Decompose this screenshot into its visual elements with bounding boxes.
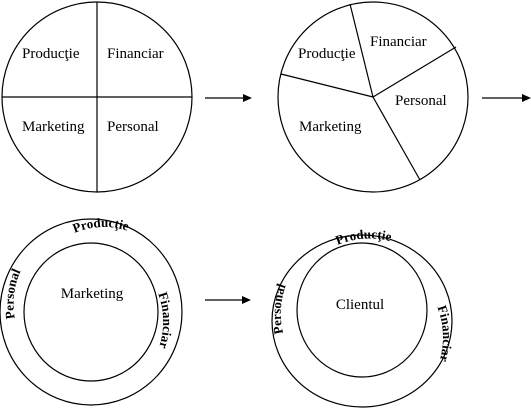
quadrants-label-productie: Producţie [22, 46, 80, 62]
marketing-ring-productie: Producţie [70, 215, 131, 236]
client-center-label: Clientul [336, 297, 384, 313]
client-inner-circle [296, 242, 428, 378]
quadrants-label-personal: Personal [107, 119, 159, 135]
sectors-label-personal: Personal [395, 93, 447, 109]
diagram-quadrants: Producţie Financiar Marketing Personal [1, 1, 193, 193]
diagram-marketing-center: Marketing Producţie Personal Financiar [0, 215, 183, 406]
arrow-3 [205, 296, 251, 304]
quadrants-label-financiar: Financiar [107, 46, 164, 62]
quadrants-label-marketing: Marketing [22, 119, 85, 135]
sectors-divider-top [349, 3, 374, 98]
marketing-outer-ring [0, 218, 183, 406]
client-ring-productie: Producţie [333, 226, 393, 247]
client-ring-personal: Personal [269, 281, 289, 335]
client-outer-ring [271, 234, 453, 408]
sectors-circle [277, 1, 469, 193]
marketing-ring-personal: Personal [1, 266, 23, 320]
sectors-label-marketing: Marketing [299, 119, 362, 135]
client-ring-financiar: Financiar [434, 303, 455, 364]
diagram-sectors: Producţie Financiar Marketing Personal [277, 1, 469, 193]
sectors-divider-left [280, 73, 374, 98]
marketing-inner-circle [23, 242, 159, 382]
sectors-label-productie: Producţie [298, 46, 356, 62]
marketing-center-label: Marketing [61, 286, 124, 302]
diagram-client-center: Clientul Producţie Personal Financiar [269, 226, 455, 408]
marketing-ring-financiar: Financiar [155, 290, 175, 351]
arrow-2 [482, 94, 531, 102]
arrow-1 [205, 94, 252, 102]
sectors-label-financiar: Financiar [370, 34, 427, 50]
sectors-divider-bottom [372, 96, 421, 181]
sectors-divider-right [372, 46, 457, 98]
